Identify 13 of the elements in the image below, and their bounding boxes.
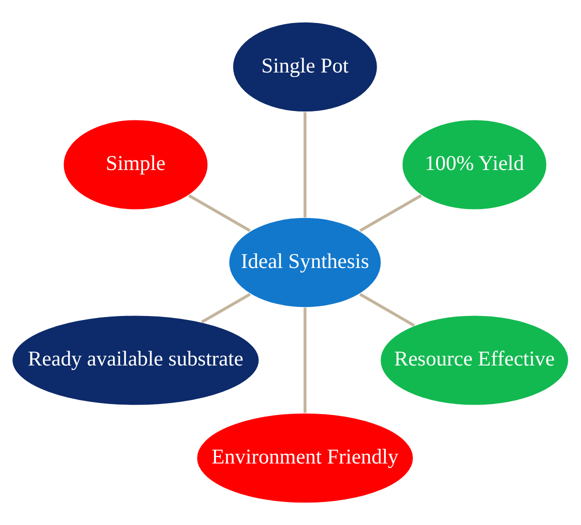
connector <box>304 308 306 413</box>
node-ellipse: Ideal Synthesis <box>228 216 382 308</box>
connector <box>359 293 415 327</box>
node-ellipse: Environment Friendly <box>196 412 414 504</box>
connector <box>201 293 251 324</box>
node-ellipse: Single Pot <box>232 21 378 112</box>
node-ellipse: Resource Effective <box>380 314 570 406</box>
connector <box>359 194 422 232</box>
node-ellipse: 100% Yield <box>402 119 548 210</box>
node-ellipse: Simple <box>62 119 208 210</box>
connector <box>304 112 306 218</box>
node-ellipse: Ready available substrate <box>12 314 260 406</box>
connector <box>188 194 251 232</box>
